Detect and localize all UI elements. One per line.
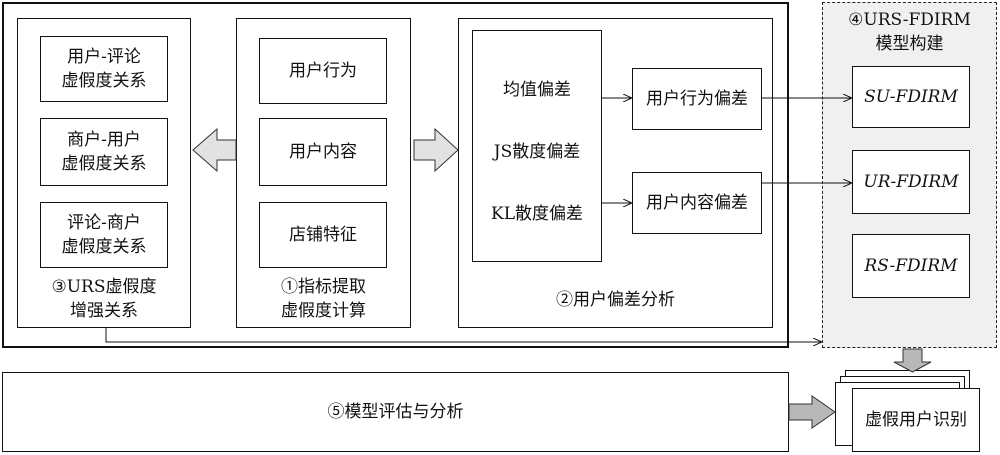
rs-fdirm-box: RS-FDIRM [852,234,970,298]
merchant-user-relation-box: 商户-用户 虚假度关系 [40,118,168,186]
ur-fdirm-box: UR-FDIRM [852,150,970,214]
js-divergence-label: JS散度偏差 [493,142,581,162]
urs-relation-label: ③URS虚假度 增强关系 [51,277,157,321]
deviation-metrics-box [472,30,602,262]
deviation-label: ②用户偏差分析 [556,290,675,310]
user-content-box: 用户内容 [259,118,387,186]
shop-feature-box: 店铺特征 [259,202,387,268]
block-arrow-down [893,348,932,373]
evaluation-panel [2,372,789,452]
block-arrow-left [192,127,237,173]
kl-divergence-label: KL散度偏差 [491,204,583,224]
behavior-deviation-box: 用户行为偏差 [632,68,762,130]
content-deviation-box: 用户内容偏差 [632,172,762,234]
review-merchant-relation-box: 评论-商户 虚假度关系 [40,202,168,268]
block-arrow-eval-to-result [788,395,836,429]
block-arrow-right [413,127,459,173]
user-review-relation-box: 用户-评论 虚假度关系 [40,36,168,102]
mean-deviation-label: 均值偏差 [503,80,571,100]
evaluation-label: ⑤模型评估与分析 [327,402,464,422]
fake-user-identification-box: 虚假用户识别 [852,388,980,452]
indicator-label: ①指标提取 虚假度计算 [281,277,366,321]
user-behavior-box: 用户行为 [259,38,387,104]
model-construction-title: ④URS-FDIRM 模型构建 [848,10,971,54]
arrow-urs-to-model [105,328,821,342]
su-fdirm-box: SU-FDIRM [852,66,970,128]
